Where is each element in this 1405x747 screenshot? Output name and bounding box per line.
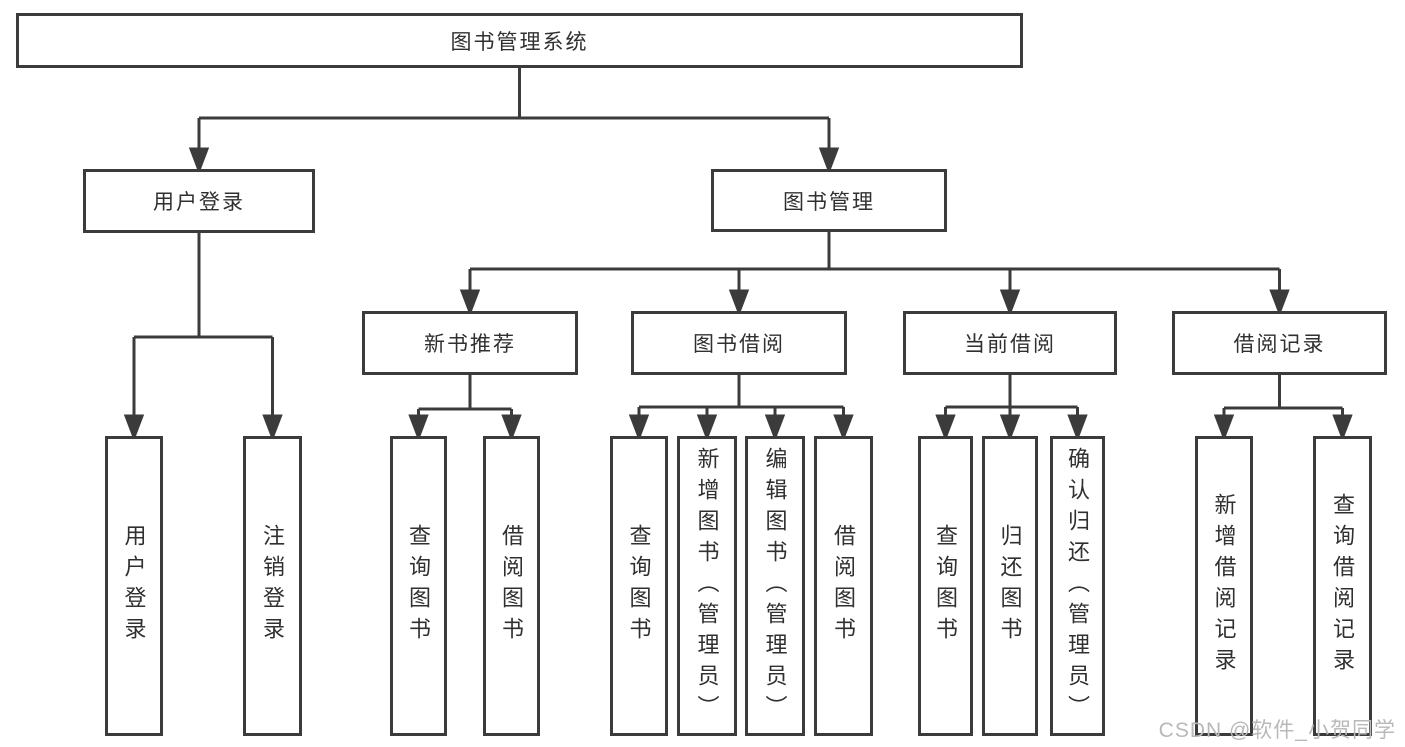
connector-book-borrow-branch bbox=[628, 373, 854, 442]
leaf-return-books: 归还图书 bbox=[982, 436, 1038, 736]
leaf-logout: 注销登录 bbox=[243, 436, 302, 736]
leaf-query-books-recommend-label: 查询图书 bbox=[406, 524, 432, 648]
connector-borrow-record-branch bbox=[1213, 373, 1353, 442]
node-new-book-recommend-label: 新书推荐 bbox=[424, 333, 516, 356]
leaf-return-books-label: 归还图书 bbox=[997, 524, 1023, 648]
node-new-book-recommend: 新书推荐 bbox=[362, 311, 578, 375]
connector-root-to-level2 bbox=[188, 66, 840, 175]
leaf-add-books-admin-label: 新增图书（管理员） bbox=[694, 446, 720, 726]
node-user-login-group-label: 用户登录 bbox=[153, 191, 245, 214]
connector-current-borrow-branch bbox=[935, 373, 1088, 442]
connector-new-book-branch bbox=[408, 373, 522, 442]
leaf-query-books-current: 查询图书 bbox=[918, 436, 973, 736]
leaf-add-borrow-record-label: 新增借阅记录 bbox=[1211, 493, 1237, 679]
node-book-manage-group: 图书管理 bbox=[711, 169, 947, 232]
leaf-borrow-books-recommend-label: 借阅图书 bbox=[499, 524, 525, 648]
leaf-query-borrow-record: 查询借阅记录 bbox=[1313, 436, 1372, 736]
leaf-user-login-label: 用户登录 bbox=[121, 524, 147, 648]
leaf-confirm-return-admin: 确认归还（管理员） bbox=[1050, 436, 1105, 736]
leaf-query-borrow-record-label: 查询借阅记录 bbox=[1330, 493, 1356, 679]
leaf-edit-books-admin-label: 编辑图书（管理员） bbox=[762, 446, 788, 726]
connector-book-manage-branch bbox=[459, 230, 1290, 317]
node-current-borrow: 当前借阅 bbox=[903, 311, 1117, 375]
leaf-borrow-books: 借阅图书 bbox=[814, 436, 873, 736]
leaf-query-books-recommend: 查询图书 bbox=[390, 436, 447, 736]
node-root-system-label: 图书管理系统 bbox=[450, 30, 589, 54]
leaf-query-books-borrow-label: 查询图书 bbox=[626, 524, 652, 648]
node-book-borrow: 图书借阅 bbox=[631, 311, 847, 375]
leaf-edit-books-admin: 编辑图书（管理员） bbox=[745, 436, 805, 736]
node-root-system: 图书管理系统 bbox=[16, 13, 1023, 68]
leaf-borrow-books-label: 借阅图书 bbox=[831, 524, 857, 648]
node-current-borrow-label: 当前借阅 bbox=[964, 333, 1056, 356]
leaf-query-books-borrow: 查询图书 bbox=[610, 436, 668, 736]
csdn-watermark: CSDN @软件_小贺同学 bbox=[1158, 719, 1396, 742]
leaf-add-books-admin: 新增图书（管理员） bbox=[677, 436, 737, 736]
leaf-query-books-current-label: 查询图书 bbox=[933, 524, 959, 648]
leaf-logout-label: 注销登录 bbox=[260, 524, 286, 648]
node-borrow-record-label: 借阅记录 bbox=[1233, 333, 1326, 356]
leaf-confirm-return-admin-label: 确认归还（管理员） bbox=[1065, 446, 1091, 726]
connector-user-login-branch bbox=[123, 231, 283, 442]
leaf-user-login: 用户登录 bbox=[105, 436, 163, 736]
leaf-borrow-books-recommend: 借阅图书 bbox=[483, 436, 540, 736]
node-user-login-group: 用户登录 bbox=[83, 169, 315, 233]
node-book-manage-group-label: 图书管理 bbox=[783, 190, 875, 214]
node-book-borrow-label: 图书借阅 bbox=[693, 333, 785, 356]
node-borrow-record: 借阅记录 bbox=[1172, 311, 1387, 375]
leaf-add-borrow-record: 新增借阅记录 bbox=[1195, 436, 1253, 736]
